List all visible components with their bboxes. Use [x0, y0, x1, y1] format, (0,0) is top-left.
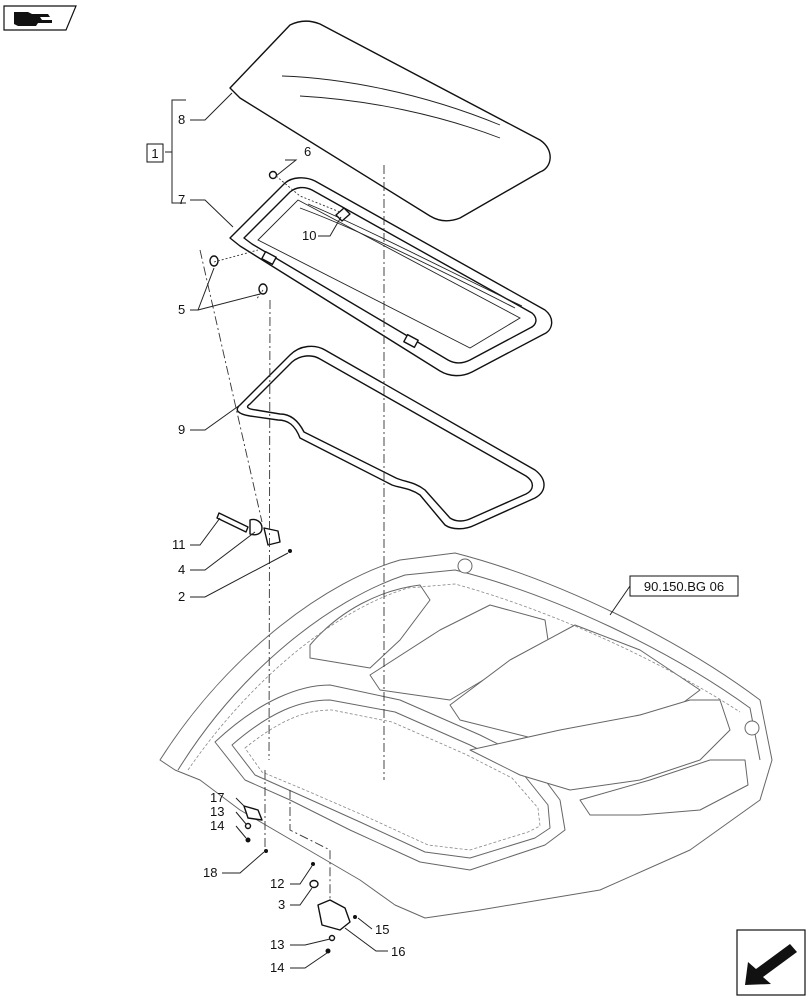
label-3: 3 [278, 897, 285, 912]
label-12: 12 [270, 876, 284, 891]
group-bracket [146, 99, 186, 204]
assembly-lines [199, 165, 385, 900]
label-1: 1 [151, 146, 158, 161]
callout-labels: 1 8 6 7 10 5 9 11 4 2 17 13 14 18 12 3 1… [151, 112, 405, 975]
label-10: 10 [302, 228, 316, 243]
label-9: 9 [178, 422, 185, 437]
label-14-upper: 14 [210, 818, 224, 833]
label-14-lower: 14 [270, 960, 284, 975]
label-8: 8 [178, 112, 185, 127]
hand-pointing-icon[interactable] [3, 5, 77, 31]
label-2: 2 [178, 589, 185, 604]
label-7: 7 [178, 192, 185, 207]
label-17: 17 [210, 790, 224, 805]
reference-label[interactable]: 90.150.BG 06 [644, 579, 724, 594]
label-4: 4 [178, 562, 185, 577]
label-13-upper: 13 [210, 804, 224, 819]
label-16: 16 [391, 944, 405, 959]
label-18: 18 [203, 865, 217, 880]
reference-box[interactable] [629, 575, 739, 597]
label-5: 5 [178, 302, 185, 317]
glass-panel-part [229, 20, 551, 222]
seal-part [236, 345, 545, 530]
leader-lines [190, 92, 631, 969]
label-6: 6 [304, 144, 311, 159]
hardware-parts [209, 170, 357, 954]
label-15: 15 [375, 922, 389, 937]
roof-assembly [159, 552, 773, 919]
frame-part [229, 177, 553, 377]
label-13-lower: 13 [270, 937, 284, 952]
label-11: 11 [172, 537, 186, 552]
arrow-down-left-icon[interactable] [736, 929, 806, 996]
